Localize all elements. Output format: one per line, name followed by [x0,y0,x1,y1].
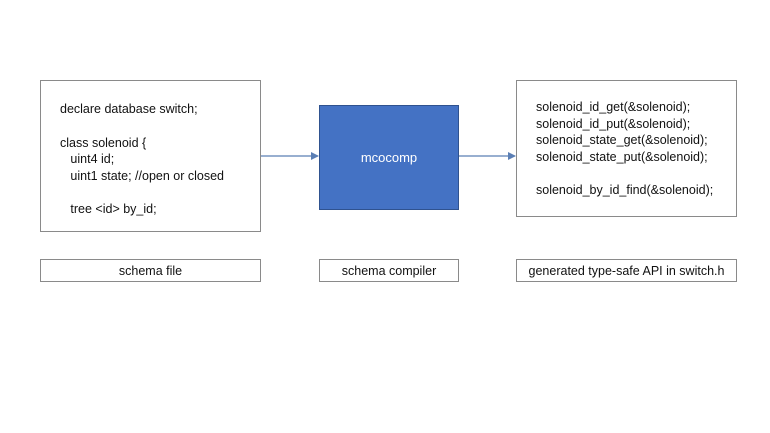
schema-file-caption: schema file [40,259,261,282]
generated-api-caption-text: generated type-safe API in switch.h [528,263,725,278]
compiler-name: mcocomp [360,150,418,165]
compiler-box: mcocomp [319,105,459,210]
api-line-id-put: solenoid_id_put(&solenoid); [536,116,691,131]
generated-api-caption: generated type-safe API in switch.h [516,259,737,282]
schema-file-caption-text: schema file [118,263,183,278]
schema-line-declare: declare database switch; [60,102,198,116]
schema-line-id-field: uint4 id; [60,152,115,166]
schema-compiler-caption-text: schema compiler [341,263,437,278]
schema-line-class: class solenoid { [60,135,147,150]
schema-line-tree-index: tree <id> by_id; [60,202,157,216]
schema-line-blank [60,184,250,201]
api-line-state-get: solenoid_state_get(&solenoid); [536,133,708,147]
generated-api-box: solenoid_id_get(&solenoid); solenoid_id_… [516,80,737,217]
schema-line-state-field: uint1 state; //open or closed [60,168,224,183]
schema-compiler-caption: schema compiler [319,259,459,282]
schema-line-blank [60,118,250,135]
schema-file-box: declare database switch; class solenoid … [40,80,261,232]
api-line-state-put: solenoid_state_put(&solenoid); [536,149,708,164]
api-line-blank [536,165,728,182]
api-line-id-get: solenoid_id_get(&solenoid); [536,100,691,114]
api-line-by-id-find: solenoid_by_id_find(&solenoid); [536,183,714,197]
